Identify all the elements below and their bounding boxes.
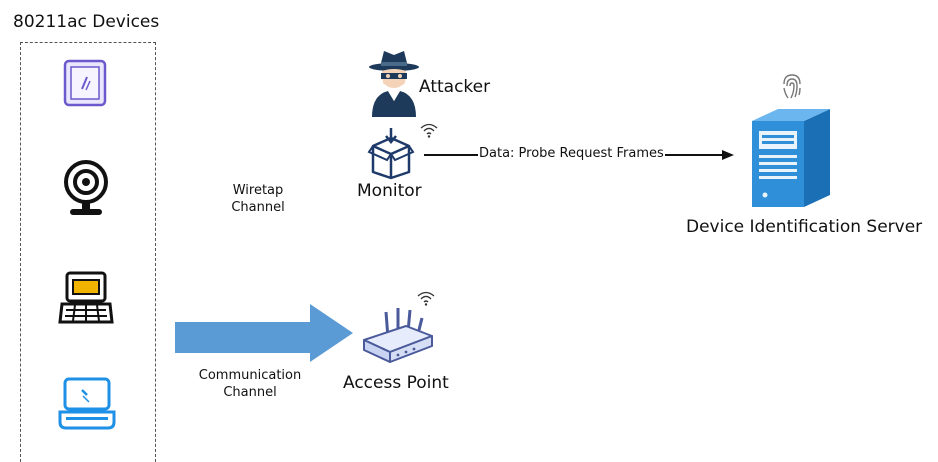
monitor-label: Monitor	[357, 181, 422, 201]
data-flow-label: Data: Probe Request Frames	[478, 146, 665, 161]
communication-channel-label: Communication Channel	[190, 367, 310, 401]
server-label: Device Identification Server	[686, 217, 923, 237]
communication-line1: Communication	[198, 368, 302, 383]
wiretap-channel-label: Wiretap Channel	[213, 182, 303, 216]
attacker-label: Attacker	[419, 77, 491, 97]
access-point-label: Access Point	[343, 373, 449, 393]
wiretap-line2: Channel	[231, 200, 285, 215]
wiretap-line1: Wiretap	[232, 183, 284, 198]
tablet-icon	[63, 59, 107, 107]
laptop-blue-icon	[58, 377, 116, 430]
devices-group-box	[20, 42, 156, 462]
monitor-wifi-icon	[420, 123, 438, 138]
monitor-box-icon	[367, 128, 415, 180]
laptop-icon	[58, 271, 114, 324]
router-icon	[363, 308, 433, 363]
webcam-icon	[64, 160, 108, 215]
access-point-wifi-icon	[417, 291, 435, 306]
communication-line2: Channel	[223, 385, 277, 400]
communication-arrow	[175, 304, 353, 362]
fingerprint-icon	[783, 74, 801, 99]
spy-icon	[369, 51, 419, 117]
server-icon	[752, 109, 830, 207]
devices-group-title: 80211ac Devices	[13, 12, 160, 32]
